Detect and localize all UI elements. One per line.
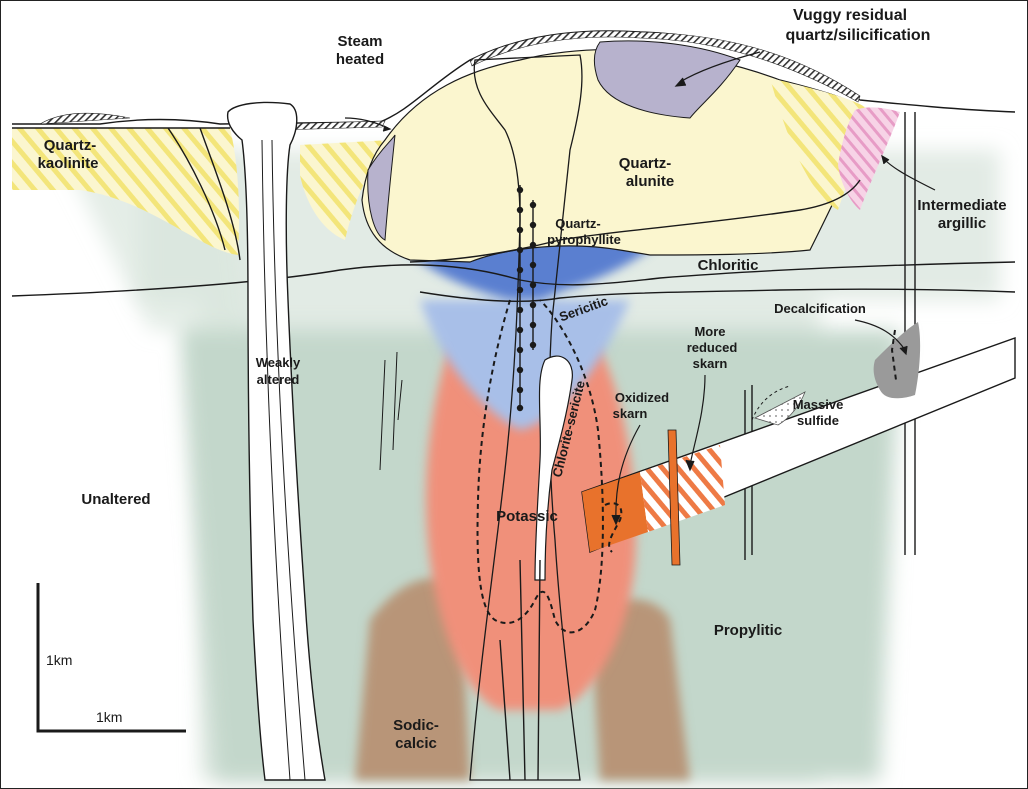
label-sodic-calcic-2: calcic <box>395 735 437 752</box>
label-unaltered: Unaltered <box>81 491 150 508</box>
label-quartz-alunite-2: alunite <box>626 173 674 190</box>
label-chloritic: Chloritic <box>698 257 759 274</box>
label-sodic-calcic-1: Sodic- <box>393 717 439 734</box>
label-quartz-kaolinite-1: Quartz- <box>44 137 97 154</box>
scale-label-vertical: 1km <box>46 652 72 668</box>
label-weakly-altered-1: Weakly <box>256 355 301 370</box>
label-potassic: Potassic <box>496 508 558 525</box>
label-quartz-kaolinite-2: kaolinite <box>38 155 99 172</box>
label-vuggy-2: quartz/silicification <box>786 27 931 44</box>
label-intermediate-argillic-2: argillic <box>938 215 986 232</box>
label-massive-sulfide-1: Massive <box>793 397 844 412</box>
label-intermediate-argillic-1: Intermediate <box>917 197 1006 214</box>
label-weakly-altered-2: altered <box>257 372 300 387</box>
label-quartz-pyrophyllite-2: pyrophyllite <box>547 232 621 247</box>
label-more-reduced-skarn-2: reduced <box>687 340 738 355</box>
label-steam-1: Steam <box>337 33 382 50</box>
label-massive-sulfide-2: sulfide <box>797 413 839 428</box>
scale-label-horizontal: 1km <box>96 709 122 725</box>
label-oxidized-skarn-2: skarn <box>613 406 648 421</box>
label-propylitic: Propylitic <box>714 622 782 639</box>
label-more-reduced-skarn-1: More <box>694 324 725 339</box>
label-decalcification: Decalcification <box>774 301 866 316</box>
label-quartz-pyrophyllite-1: Quartz- <box>555 216 601 231</box>
label-oxidized-skarn-1: Oxidized <box>615 390 669 405</box>
label-more-reduced-skarn-3: skarn <box>693 356 728 371</box>
label-steam-2: heated <box>336 51 384 68</box>
label-vuggy-1: Vuggy residual <box>793 7 907 24</box>
label-quartz-alunite-1: Quartz- <box>619 155 672 172</box>
